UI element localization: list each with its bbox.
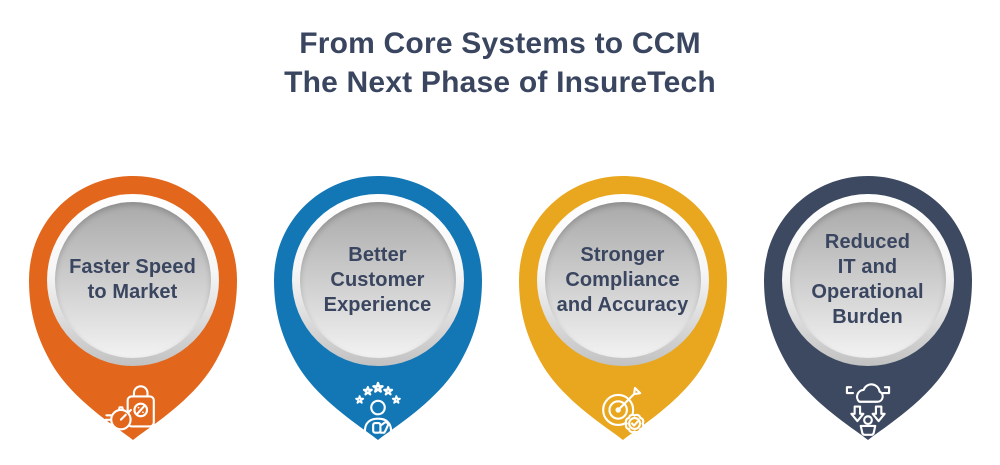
pin-label-line: Reduced	[824, 231, 911, 253]
page-title: From Core Systems to CCM The Next Phase …	[0, 0, 1000, 102]
pin-label-line: Compliance	[565, 268, 680, 291]
pin-stronger-compliance-and-accuracy: Stronger Compliance and Accuracy	[513, 170, 733, 442]
pin-label: Stronger Compliance and Accuracy	[557, 243, 689, 318]
pin-label: Reduced IT and Operational Burden	[811, 230, 923, 330]
pin-label-line: to Market	[87, 281, 178, 303]
pin-label-line: IT and	[837, 256, 898, 278]
pin-label: Better Customer Experience	[324, 243, 432, 318]
pin-label: Faster Speed to Market	[69, 255, 196, 305]
benefit-pins-row: Faster Speed to Market	[0, 170, 1000, 442]
pin-circle: Better Customer Experience	[299, 202, 456, 358]
page-title-line2: The Next Phase of InsureTech	[284, 66, 716, 99]
cloud-offload-icon	[845, 383, 890, 436]
pin-label-line: Customer	[330, 268, 425, 291]
bag-stopwatch-icon	[103, 385, 155, 431]
target-arrow-check-icon	[601, 386, 644, 434]
pin-label-line: Better	[348, 243, 407, 266]
pin-label-line: and Accuracy	[556, 293, 689, 316]
pin-label-line: Experience	[323, 293, 432, 316]
customer-thumbs-up-stars-icon	[354, 381, 401, 434]
pin-circle: Reduced IT and Operational Burden	[789, 202, 946, 358]
pin-circle: Stronger Compliance and Accuracy	[544, 202, 701, 358]
pin-label-line: Operational	[811, 281, 924, 303]
page-title-line1: From Core Systems to CCM	[299, 27, 701, 60]
pin-faster-speed-to-market: Faster Speed to Market	[23, 170, 243, 442]
pin-circle: Faster Speed to Market	[54, 202, 211, 358]
pin-label-line: Faster Speed	[69, 256, 196, 278]
pin-label-line: Burden	[832, 306, 903, 328]
pin-label-line: Stronger	[580, 243, 665, 266]
pin-reduced-it-and-operational-burden: Reduced IT and Operational Burden	[758, 170, 978, 442]
pin-better-customer-experience: Better Customer Experience	[268, 170, 488, 442]
